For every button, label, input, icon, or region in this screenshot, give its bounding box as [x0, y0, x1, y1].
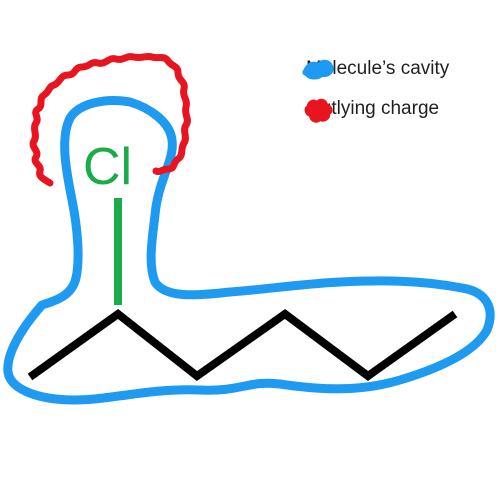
cavity-swatch-icon — [302, 59, 334, 80]
charge-swatch-icon — [304, 98, 333, 123]
legend-item-charge: Outlying charge — [300, 94, 439, 124]
outlying-charge — [29, 52, 191, 187]
carbon-chain — [27, 309, 458, 381]
cavity-outline — [3, 96, 495, 405]
legend-label-charge: Outlying charge — [306, 98, 440, 119]
legend-label-cavity: Molecule’s cavity — [306, 58, 450, 79]
chlorine-atom-label: Cl — [83, 138, 132, 196]
legend-item-cavity: Molecule’s cavity — [300, 54, 449, 84]
